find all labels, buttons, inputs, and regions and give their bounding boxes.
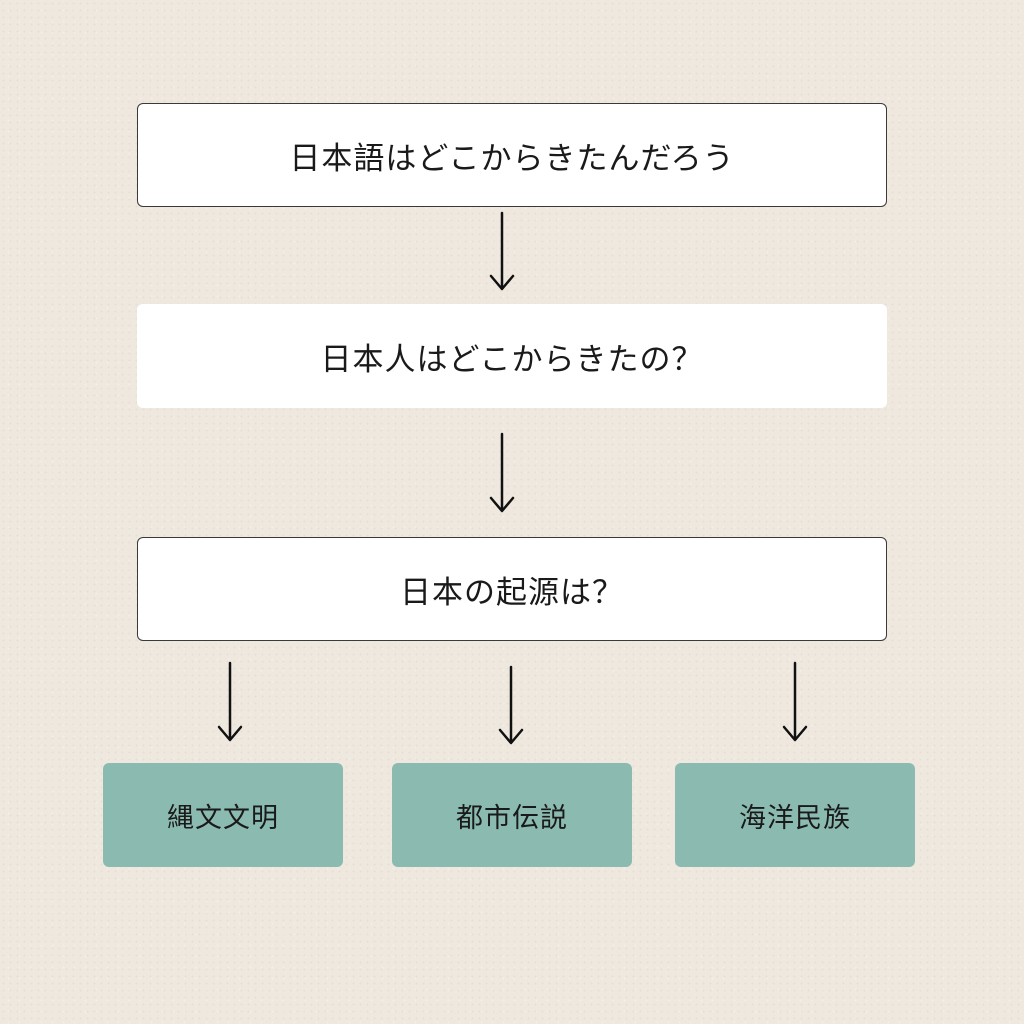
branch-label: 縄文文明 bbox=[167, 802, 279, 834]
arrow-q1-to-q2 bbox=[489, 211, 515, 291]
arrow-q2-to-q3 bbox=[489, 432, 515, 513]
node-label: 日本語はどこからきたんだろう bbox=[289, 140, 735, 177]
node-japanese-language-origin: 日本語はどこからきたんだろう bbox=[137, 103, 887, 207]
branch-label: 都市伝説 bbox=[456, 802, 568, 834]
arrow-to-branch-2 bbox=[498, 665, 524, 745]
branch-urban-legend: 都市伝説 bbox=[392, 763, 632, 867]
node-japan-origin: 日本の起源は？ bbox=[137, 537, 887, 641]
node-label: 日本の起源は？ bbox=[400, 574, 624, 611]
branch-label: 海洋民族 bbox=[739, 802, 851, 834]
arrow-to-branch-3 bbox=[782, 661, 808, 742]
node-japanese-people-origin: 日本人はどこからきたの？ bbox=[137, 304, 887, 408]
branch-jomon-civilization: 縄文文明 bbox=[103, 763, 343, 867]
node-label: 日本人はどこからきたの？ bbox=[320, 341, 704, 378]
arrow-to-branch-1 bbox=[217, 661, 243, 742]
branch-maritime-people: 海洋民族 bbox=[675, 763, 915, 867]
